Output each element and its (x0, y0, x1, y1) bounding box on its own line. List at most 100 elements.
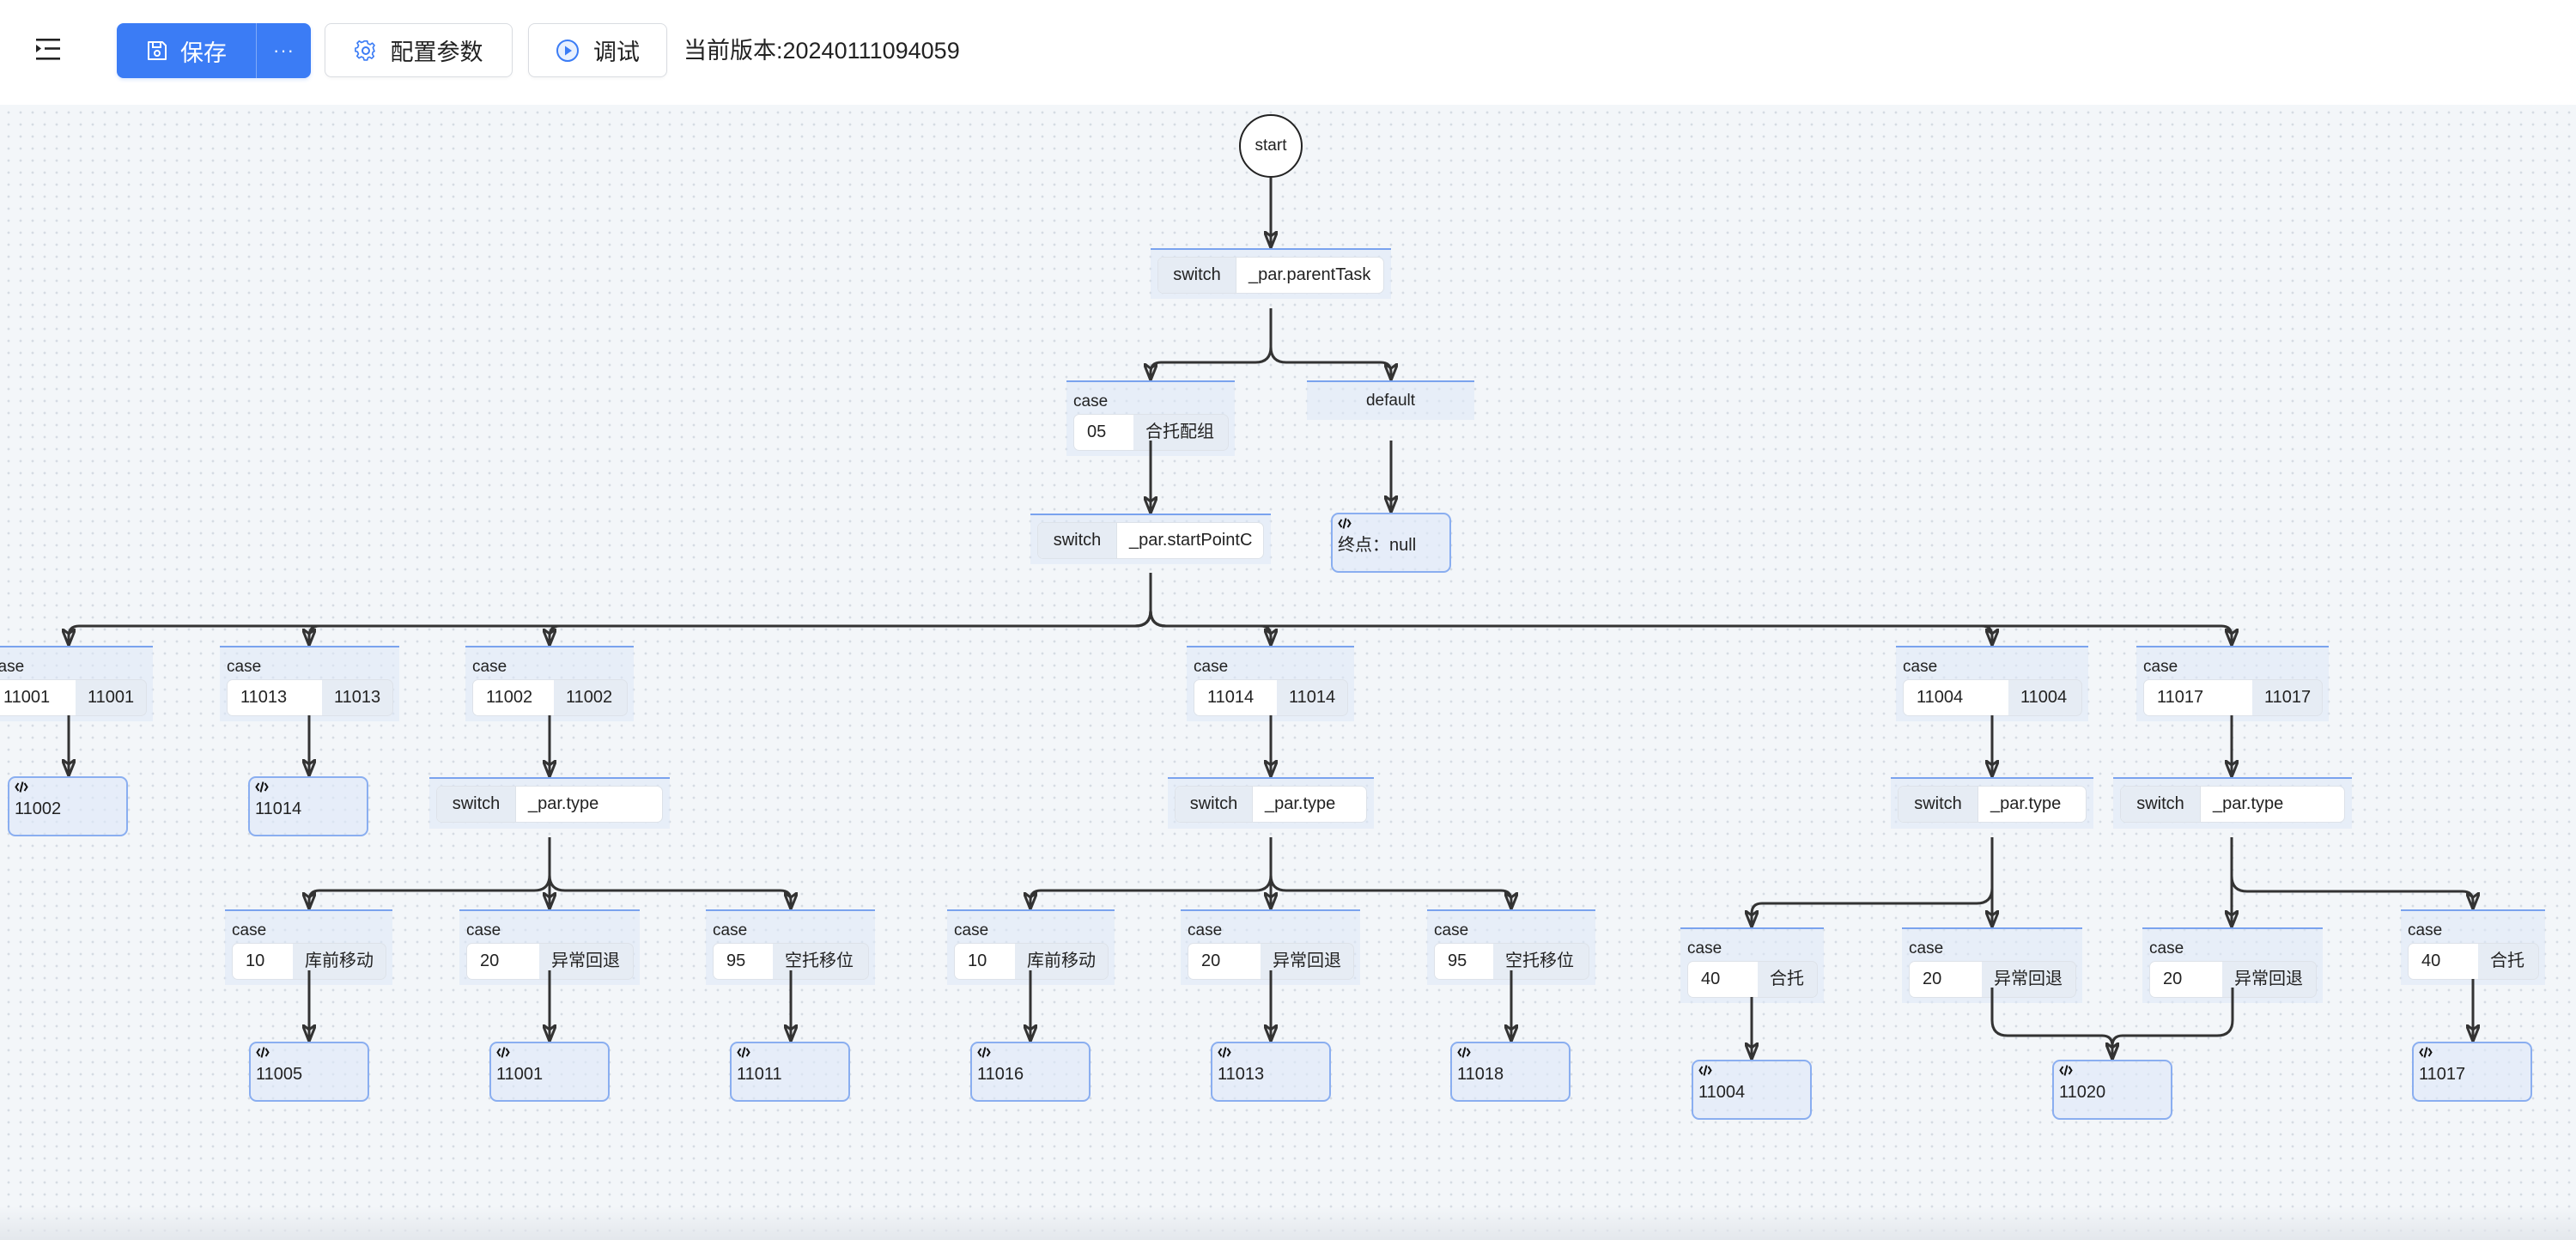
case-value-input[interactable]: 40 (1688, 962, 1758, 997)
case-value-input[interactable]: 11002 (473, 680, 554, 715)
code-node[interactable]: 11004 (1692, 1060, 1812, 1120)
case-value-input[interactable]: 95 (1435, 944, 1493, 979)
switch-expression-input[interactable]: _par.type (1265, 794, 1336, 813)
switch-expression-input[interactable]: _par.type (528, 794, 599, 813)
case-node[interactable]: case 40 合托 (1680, 927, 1824, 1003)
start-node[interactable]: start (1239, 114, 1303, 178)
case-label-select[interactable]: 异常回退 (551, 951, 620, 970)
case-label-select[interactable]: 库前移动 (305, 951, 374, 970)
case-value-input[interactable]: 20 (467, 944, 539, 979)
code-icon (2419, 1047, 2433, 1058)
case-label-select[interactable]: 异常回退 (1273, 951, 1341, 970)
case-label-select[interactable]: 库前移动 (1027, 951, 1096, 970)
code-value: 11001 (496, 1065, 544, 1084)
case-node[interactable]: case 20 异常回退 (459, 909, 640, 985)
case-condition: 11014 11014 (1194, 679, 1348, 716)
default-node[interactable]: default (1307, 380, 1474, 420)
switch-expression-input[interactable]: _par.type (2213, 794, 2284, 813)
case-label-select[interactable]: 异常回退 (1994, 970, 2063, 988)
switch-expression-input[interactable]: _par.type (1990, 794, 2062, 813)
switch-node-type[interactable]: switch _par.type (429, 777, 670, 829)
case-node[interactable]: case 10 库前移动 (947, 909, 1115, 985)
case-value-input[interactable]: 11013 (228, 680, 322, 715)
save-more-button[interactable]: ··· (256, 23, 311, 78)
case-node[interactable]: case 40 合托 (2401, 909, 2545, 985)
case-value-input[interactable]: 11017 (2144, 680, 2252, 715)
case-node[interactable]: case 11001 11001 (0, 646, 153, 721)
case-node[interactable]: case 05 合托配组 (1066, 380, 1235, 456)
switch-node-type[interactable]: switch _par.type (1891, 777, 2093, 829)
case-value-input[interactable]: 11014 (1194, 680, 1277, 715)
code-node[interactable]: 11002 (8, 776, 128, 836)
code-node[interactable]: 11013 (1211, 1042, 1331, 1102)
case-condition: 10 库前移动 (232, 943, 386, 980)
switch-keyword: switch (437, 787, 516, 822)
code-node[interactable]: 11016 (970, 1042, 1091, 1102)
switch-expression-input[interactable]: _par.startPointC (1129, 531, 1253, 550)
switch-node-start-point[interactable]: switch _par.startPointC (1030, 514, 1271, 564)
switch-node-root[interactable]: switch _par.parentTask (1151, 248, 1391, 299)
case-node[interactable]: case 10 库前移动 (225, 909, 392, 985)
case-label-select[interactable]: 合托 (2490, 951, 2524, 970)
case-value-input[interactable]: 20 (2150, 962, 2222, 997)
case-label-select[interactable]: 异常回退 (2234, 970, 2303, 988)
switch-node-type[interactable]: switch _par.type (1168, 777, 1374, 829)
code-node[interactable]: 11017 (2412, 1042, 2532, 1102)
code-value: 11016 (977, 1065, 1024, 1084)
case-value-input[interactable]: 20 (1910, 962, 1982, 997)
case-keyword: case (472, 658, 507, 676)
case-value-input[interactable]: 10 (233, 944, 293, 979)
floppy-disk-icon (148, 41, 167, 60)
case-node[interactable]: case 11013 11013 (220, 646, 399, 721)
case-value-input[interactable]: 10 (955, 944, 1015, 979)
case-label-select[interactable]: 11013 (334, 688, 381, 707)
case-label-select[interactable]: 合托 (1770, 970, 1804, 988)
switch-node-type[interactable]: switch _par.type (2113, 777, 2352, 829)
case-label-select[interactable]: 11001 (88, 688, 135, 707)
case-node[interactable]: case 20 异常回退 (1181, 909, 1360, 985)
code-value: 11013 (1218, 1065, 1265, 1084)
case-node[interactable]: case 20 异常回退 (2142, 927, 2323, 1003)
case-condition: 11001 11001 (0, 679, 147, 716)
code-node[interactable]: 11011 (730, 1042, 850, 1102)
case-node[interactable]: case 11004 11004 (1896, 646, 2088, 721)
code-icon (1338, 518, 1352, 529)
config-params-button[interactable]: 配置参数 (325, 23, 513, 77)
case-keyword: case (1903, 658, 1938, 676)
code-node[interactable]: 11014 (248, 776, 368, 836)
case-node[interactable]: case 11017 11017 (2136, 646, 2329, 721)
case-value-input[interactable]: 11001 (0, 680, 76, 715)
case-node[interactable]: case 11002 11002 (465, 646, 634, 721)
menu-toggle-button[interactable] (33, 36, 64, 64)
case-node[interactable]: case 95 空托移位 (1427, 909, 1595, 985)
case-node[interactable]: case 95 空托移位 (706, 909, 875, 985)
case-label-select[interactable]: 11014 (1289, 688, 1336, 707)
case-label-select[interactable]: 空托移位 (785, 951, 854, 970)
case-node[interactable]: case 20 异常回退 (1902, 927, 2082, 1003)
case-value-input[interactable]: 05 (1074, 415, 1133, 450)
debug-button[interactable]: 调试 (528, 23, 667, 77)
case-label-select[interactable]: 11002 (566, 688, 613, 707)
switch-expression-input[interactable]: _par.parentTask (1249, 265, 1371, 284)
code-node[interactable]: 11001 (489, 1042, 610, 1102)
default-keyword: default (1365, 392, 1416, 410)
code-node[interactable]: 11020 (2052, 1060, 2172, 1120)
code-node[interactable]: 终点：null (1331, 513, 1451, 573)
case-label-select[interactable]: 11004 (2020, 688, 2068, 707)
case-keyword: case (1194, 658, 1229, 676)
case-value-input[interactable]: 20 (1188, 944, 1261, 979)
code-value: 11002 (15, 799, 62, 818)
case-value-input[interactable]: 11004 (1904, 680, 2008, 715)
code-node[interactable]: 11005 (249, 1042, 369, 1102)
case-keyword: case (232, 921, 267, 939)
code-node[interactable]: 11018 (1450, 1042, 1571, 1102)
case-label-select[interactable]: 11017 (2264, 688, 2312, 707)
case-node[interactable]: case 11014 11014 (1187, 646, 1354, 721)
case-value-input[interactable]: 95 (714, 944, 773, 979)
case-label-select[interactable]: 空托移位 (1505, 951, 1574, 970)
save-button[interactable]: 保存 (117, 23, 256, 78)
config-params-label: 配置参数 (390, 40, 483, 65)
case-value-input[interactable]: 40 (2409, 944, 2478, 979)
case-label-select[interactable]: 合托配组 (1145, 422, 1214, 441)
